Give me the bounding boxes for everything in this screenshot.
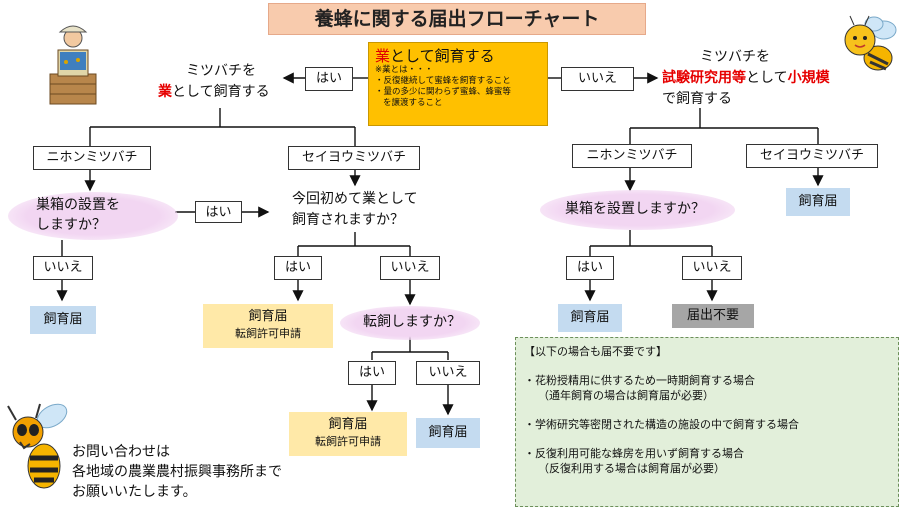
hive-yes-label: はい	[195, 201, 242, 223]
move-no-result: 飼育届	[416, 418, 480, 448]
contact-info: お問い合わせは 各地域の農業農村振興事務所まで お願いいたします。	[72, 442, 282, 502]
notes-header: 【以下の場合も届不要です】	[524, 345, 667, 358]
left-hive-no-result: 飼育届	[30, 306, 96, 334]
right-hive-yes-label: はい	[566, 256, 614, 280]
left-japanese-bee-box: ニホンミツバチ	[33, 146, 151, 170]
notes-item-3-sub: （反復利用する場合は飼育届が必要）	[538, 462, 725, 475]
right-western-result: 飼育届	[786, 188, 850, 216]
move-no-label: いいえ	[416, 361, 480, 385]
right-hive-question-ellipse	[540, 190, 735, 230]
notes-item-2: ・学術研究等密閉された構造の施設の中で飼育する場合	[524, 418, 799, 431]
contact-line-2: 各地域の農業農村振興事務所まで	[72, 464, 282, 480]
right-heading-red1: 試験研究用等	[662, 70, 746, 86]
hive-question-line2: しますか？	[36, 217, 106, 233]
first-time-yes-result: 飼育届 転飼許可申請	[203, 304, 333, 348]
move-yes-label: はい	[348, 361, 396, 385]
cartoon-bee-illustration	[844, 15, 897, 71]
left-heading-line2: として飼育する	[172, 84, 270, 100]
first-time-yes-result-main: 飼育届	[248, 309, 288, 324]
notes-item-3: ・反復利用可能な蜂房を用いず飼育する場合	[524, 447, 744, 460]
right-heading-line3: で飼育する	[662, 91, 732, 107]
right-hive-question: 巣箱を設置しますか？	[565, 201, 705, 217]
right-heading-red2: 小規模	[787, 70, 830, 86]
hive-no-label: いいえ	[33, 256, 93, 280]
beekeeper-illustration	[49, 25, 97, 105]
page-title: 養蜂に関する届出フローチャート	[268, 3, 646, 35]
left-heading-red: 業	[158, 84, 172, 100]
right-japanese-bee-box: ニホンミツバチ	[572, 144, 692, 168]
move-yes-result: 飼育届 転飼許可申請	[289, 412, 407, 456]
notes-item-1-sub: （通年飼育の場合は飼育届が必要）	[538, 389, 714, 402]
first-time-question-line1: 今回初めて業として	[292, 191, 418, 207]
right-western-bee-box: セイヨウミツバチ	[746, 144, 878, 168]
move-yes-result-main: 飼育届	[328, 417, 368, 432]
center-heading: として飼育する	[390, 47, 495, 65]
left-yes-label: はい	[305, 67, 353, 91]
contact-line-3: お願いいたします。	[72, 484, 197, 500]
center-note-4: を譲渡すること	[383, 98, 443, 108]
center-note-2: ・反復継続して蜜蜂を飼育すること	[375, 76, 511, 86]
first-time-yes-result-sub: 転飼許可申請	[235, 327, 301, 340]
right-hive-no-label: いいえ	[682, 256, 742, 280]
right-hive-no-result: 届出不要	[672, 304, 754, 328]
right-no-label: いいえ	[561, 67, 634, 91]
center-heading-red: 業	[375, 47, 391, 65]
move-yes-result-sub: 転飼許可申請	[315, 435, 381, 448]
first-time-yes-label: はい	[274, 256, 322, 280]
move-question-ellipse	[340, 306, 480, 340]
right-heading-line1: ミツバチを	[700, 49, 770, 65]
left-western-bee-box: セイヨウミツバチ	[288, 146, 420, 170]
exemption-notes-box: 【以下の場合も届不要です】 ・花粉授精用に供するため一時期飼育する場合 （通年飼…	[515, 337, 899, 507]
business-definition-box: 業として飼育する ※業とは・・・ ・反復継続して蜜蜂を飼育すること ・量の多少に…	[368, 42, 548, 126]
right-hive-yes-result: 飼育届	[558, 304, 622, 332]
contact-line-1: お問い合わせは	[72, 444, 170, 460]
hive-question-ellipse	[8, 192, 178, 240]
notes-item-1: ・花粉授精用に供するため一時期飼育する場合	[524, 374, 755, 387]
right-heading-mid: として	[746, 70, 788, 86]
hive-question-line1: 巣箱の設置を	[36, 197, 120, 213]
first-time-question-line2: 飼育されますか？	[292, 212, 404, 228]
move-question: 転飼しますか？	[363, 314, 461, 330]
hornet-illustration	[7, 403, 68, 489]
left-heading-line1: ミツバチを	[186, 63, 256, 79]
center-note-3: ・量の多少に関わらず蜜蜂、蜂蜜等	[375, 87, 511, 97]
center-note-1: ※業とは・・・	[375, 65, 434, 75]
first-time-no-label: いいえ	[380, 256, 440, 280]
